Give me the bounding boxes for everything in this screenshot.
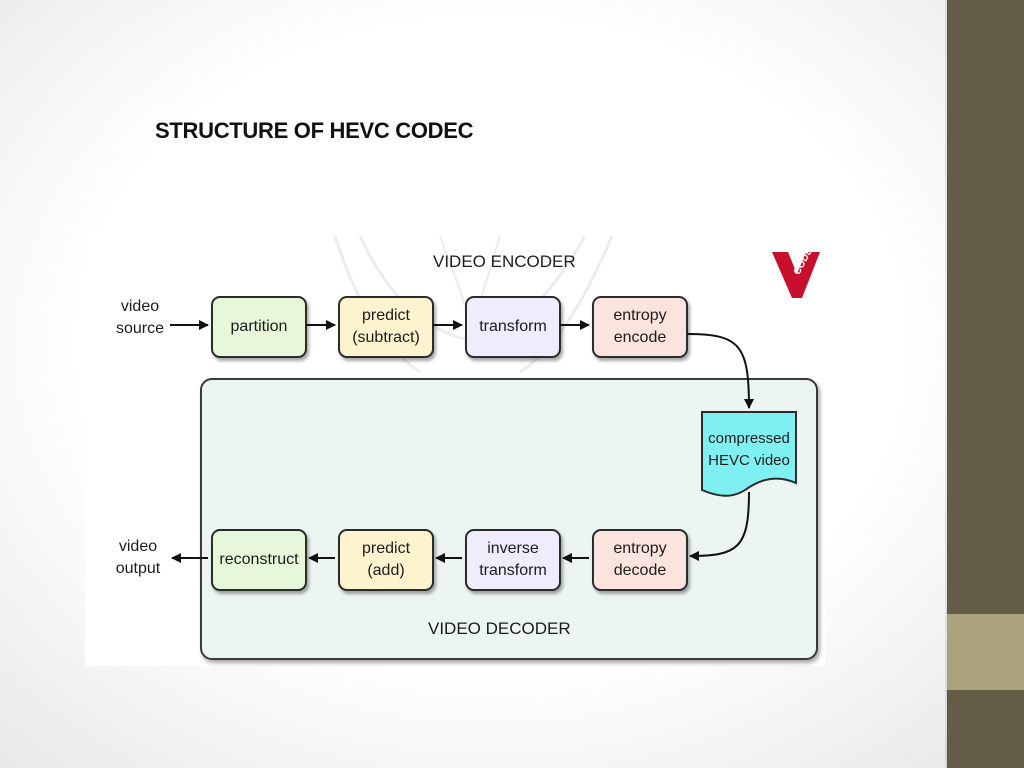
arrow-encode-to-bitstream <box>686 333 754 409</box>
predict-add-box: predict (add) <box>338 529 434 591</box>
slide-title: STRUCTURE OF HEVC CODEC <box>155 118 474 143</box>
encoder-label: VIDEO ENCODER <box>433 252 576 271</box>
decoder-label: VIDEO DECODER <box>428 619 571 638</box>
sidebar-accent-block <box>947 614 1024 690</box>
video-output-label: video output <box>115 538 161 577</box>
codex-logo: CODEX <box>772 240 820 298</box>
reconstruct-box: reconstruct <box>211 529 307 591</box>
sidebar-edge <box>945 0 948 768</box>
entropy-encode-box: entropy encode <box>592 296 688 358</box>
partition-box: partition <box>211 296 307 358</box>
logo-v-mark <box>772 252 820 298</box>
transform-box: transform <box>465 296 561 358</box>
video-source-label: video source <box>115 298 165 337</box>
predict-subtract-box: predict (subtract) <box>338 296 434 358</box>
arrow-bitstream-to-decode <box>689 491 750 561</box>
inverse-transform-box: inverse transform <box>465 529 561 591</box>
entropy-decode-box: entropy decode <box>592 529 688 591</box>
compressed-video-document-shape <box>701 411 797 497</box>
compressed-video-label: compressed HEVC video <box>708 430 790 469</box>
